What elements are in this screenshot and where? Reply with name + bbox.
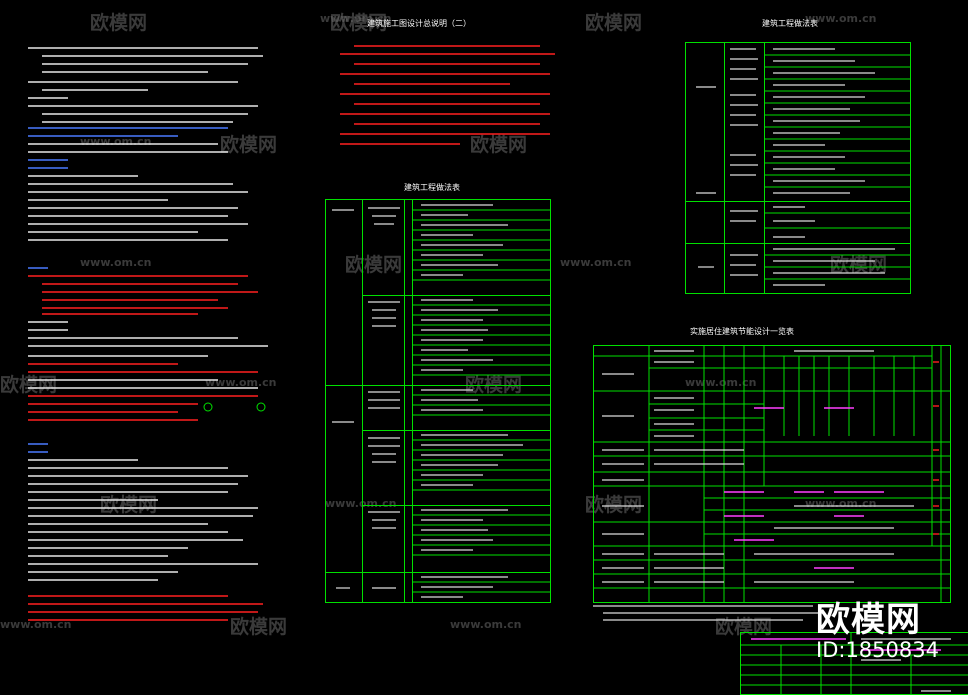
practice-table-title: 建筑工程做法表 [404,183,460,192]
energy-footnotes [593,605,823,621]
watermark-brand: 欧模网 [470,134,528,156]
watermark-url: www.om.cn [450,618,522,631]
watermark-brand: 欧模网 [585,12,643,34]
watermark-url: www.om.cn [805,497,877,510]
energy-table-title: 实施居住建筑节能设计一览表 [690,327,794,336]
brand-logo-text: 欧模网 [816,600,921,640]
notes-text-lines [340,45,555,145]
watermark-url: www.om.cn [320,12,392,25]
title-block [740,632,968,695]
practice-table [325,199,551,603]
watermark-url: www.om.cn [685,376,757,389]
watermark-brand: 欧模网 [90,12,148,34]
watermark-url: www.om.cn [0,618,72,631]
notes-column-middle [340,40,580,150]
watermark-brand: 欧模网 [220,134,278,156]
brand-id-text: ID:1850834 [816,638,939,662]
watermark-url: www.om.cn [80,135,152,148]
watermark-brand: 欧模网 [585,494,643,516]
top-right-rows [765,48,910,286]
watermark-url: www.om.cn [805,12,877,25]
practice-group-labels [332,207,400,589]
watermark-url: www.om.cn [205,376,277,389]
notes-text-lines [28,47,268,621]
watermark-brand: 欧模网 [830,254,888,276]
energy-grid [594,346,950,602]
watermark-brand: 欧模网 [330,12,388,34]
watermark-brand: 欧模网 [345,254,403,276]
watermark-url: www.om.cn [560,256,632,269]
top-right-table [685,42,911,294]
watermark-url: www.om.cn [80,256,152,269]
notes-column-left [28,40,298,630]
title-block-grid [741,633,968,694]
top-right-table-title: 建筑工程做法表 [762,19,818,28]
notes-title: 建筑施工图设计总说明（二） [367,19,471,28]
watermark-url: www.om.cn [325,497,397,510]
top-right-group-labels [696,48,758,276]
watermark-brand: 欧模网 [230,616,288,638]
practice-rows [413,204,550,598]
energy-table [593,345,951,603]
